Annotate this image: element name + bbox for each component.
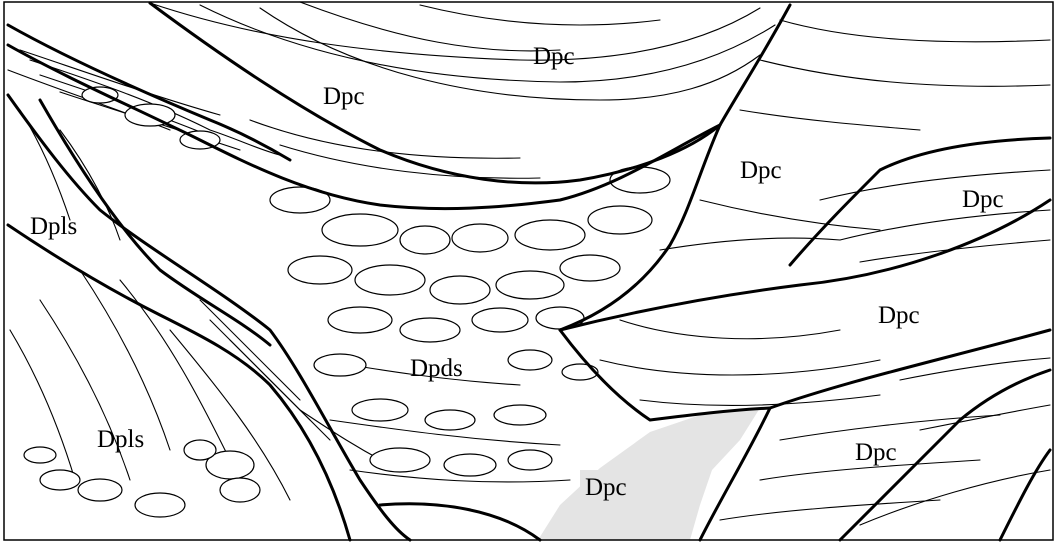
unit-label-dpc-top: Dpc: [533, 43, 575, 70]
unit-label-dpc-right: Dpc: [878, 302, 920, 329]
unit-label-dpc-center-right: Dpc: [740, 157, 782, 184]
unit-label-dpls-upper: Dpls: [30, 213, 77, 240]
unit-label-dpls-lower: Dpls: [97, 426, 144, 453]
unit-label-dpc-shaded: Dpc: [585, 474, 627, 501]
shaded-dpc-block: [538, 408, 760, 540]
unit-label-dpc-lower-right: Dpc: [855, 439, 897, 466]
unit-label-dpc-upper-left: Dpc: [323, 83, 365, 110]
unit-label-dpc-far-right: Dpc: [962, 186, 1004, 213]
unit-label-dpds-center: Dpds: [410, 355, 463, 382]
